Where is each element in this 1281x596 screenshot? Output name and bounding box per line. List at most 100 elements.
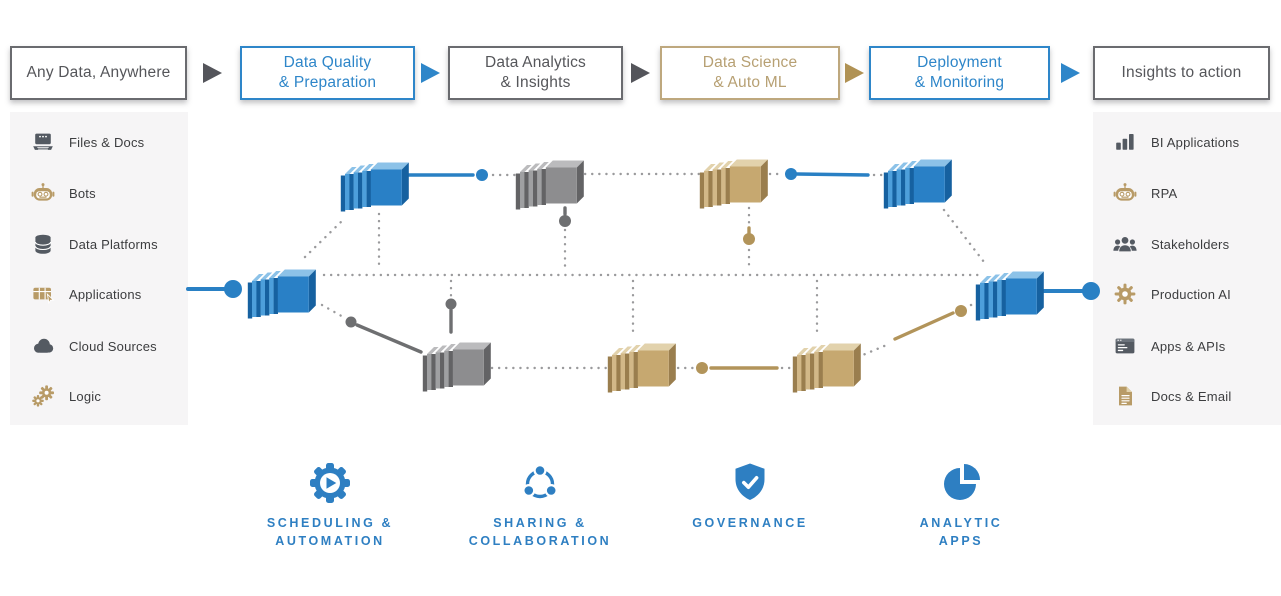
bar-chart-icon (1116, 134, 1134, 150)
stage-label: & Auto ML (713, 74, 787, 91)
robot-icon (31, 183, 55, 201)
gear-play-icon (310, 463, 350, 503)
feature-label: AUTOMATION (275, 534, 385, 548)
source-item-label: Cloud Sources (69, 338, 157, 354)
database-icon (34, 234, 52, 254)
sources-panel (10, 112, 188, 425)
dotted-link (856, 342, 891, 359)
feature-label: COLLABORATION (468, 534, 612, 548)
stack-node-input-hub (247, 269, 316, 319)
dotted-link (969, 299, 982, 307)
stack-node-science-top (699, 159, 768, 209)
dotted-link (942, 208, 986, 264)
flow-arrow-icon (203, 63, 222, 83)
stage-label: Deployment (917, 53, 1002, 71)
document-icon (1119, 386, 1132, 406)
stage-data-quality-preparation: Data Quality & Preparation (240, 46, 415, 100)
feature-label: GOVERNANCE (692, 516, 808, 530)
source-item-files-docs: Files & Docs (30, 128, 144, 156)
feature-label: SCHEDULING & (266, 516, 394, 530)
stage-data-analytics-insights: Data Analytics & Insights (448, 46, 623, 100)
connector-dot (445, 298, 457, 310)
users-icon (1113, 237, 1137, 252)
destination-item-stakeholders: Stakeholders (1112, 230, 1229, 258)
cloud-icon (34, 338, 54, 353)
stage-label: Data Quality (283, 53, 372, 71)
stack-node-prep-bottom (422, 342, 491, 392)
feature-scheduling-automation: SCHEDULING & AUTOMATION (220, 460, 440, 549)
feature-label: ANALYTIC (919, 516, 1003, 530)
connector-line (893, 311, 955, 341)
source-item-data-platforms: Data Platforms (30, 230, 158, 258)
source-item-logic: Logic (30, 382, 101, 410)
laptop-icon (33, 133, 53, 150)
feature-analytic-apps: ANALYTIC APPS (851, 460, 1071, 549)
source-item-applications: Applications (30, 280, 142, 308)
feature-label: SHARING & (493, 516, 587, 530)
share-network-icon (522, 463, 558, 499)
connector-line (795, 172, 870, 177)
source-item-cloud-sources: Cloud Sources (30, 332, 157, 360)
source-item-label: Logic (69, 388, 102, 404)
app-window-cursor-icon (33, 287, 55, 305)
gears-icon (32, 385, 55, 407)
connector-dot (559, 215, 571, 227)
stage-label: Any Data, Anywhere (26, 63, 171, 81)
stage-label: & Monitoring (914, 74, 1005, 91)
robot-icon (1113, 183, 1137, 201)
stage-label: Insights to action (1121, 63, 1242, 81)
connector-dot (224, 280, 242, 298)
stack-node-prep-top (340, 162, 409, 212)
connector-dot (955, 305, 967, 317)
stack-node-analytics-top (515, 160, 584, 210)
feature-label: APPS (938, 534, 984, 548)
source-item-label: Bots (69, 185, 96, 201)
feature-sharing-collaboration: SHARING & COLLABORATION (430, 460, 650, 549)
connector-line (355, 323, 423, 354)
stage-label: & Preparation (278, 74, 377, 91)
dotted-link (320, 303, 347, 320)
destination-item-docs-email: Docs & Email (1112, 382, 1231, 410)
connector-dot (696, 362, 708, 374)
stage-label: Data Analytics (484, 53, 586, 71)
stage-data-science-automl: Data Science & Auto ML (660, 46, 840, 100)
stage-label: Data Science (702, 53, 798, 71)
terminal-window-icon (1115, 338, 1135, 354)
stack-node-deploy-bottom (792, 343, 861, 393)
source-item-bots: Bots (30, 179, 96, 207)
stack-node-deploy-top (883, 159, 952, 209)
flow-arrow-icon (845, 63, 864, 83)
source-item-label: Applications (69, 286, 142, 302)
destination-item-label: Stakeholders (1151, 236, 1230, 252)
destination-item-label: Apps & APIs (1151, 338, 1226, 354)
stack-node-output-hub (975, 271, 1044, 321)
destination-item-label: RPA (1151, 185, 1178, 201)
destination-item-label: BI Applications (1151, 134, 1240, 150)
stage-insights-to-action: Insights to action (1093, 46, 1270, 100)
connector-dot (785, 168, 797, 180)
dotted-link (303, 217, 346, 259)
source-item-label: Data Platforms (69, 236, 158, 252)
gear-icon (1114, 283, 1136, 305)
stage-deployment-monitoring: Deployment & Monitoring (869, 46, 1050, 100)
connector-dot (345, 316, 357, 328)
destination-item-label: Docs & Email (1151, 388, 1232, 404)
stage-any-data-anywhere: Any Data, Anywhere (10, 46, 187, 100)
destination-item-label: Production AI (1151, 286, 1231, 302)
flow-arrow-icon (631, 63, 650, 83)
destination-item-bi-applications: BI Applications (1112, 128, 1239, 156)
connector-dot (476, 169, 488, 181)
destination-item-rpa: RPA (1112, 179, 1177, 207)
connector-dot (743, 233, 755, 245)
destination-item-apps-apis: Apps & APIs (1112, 332, 1225, 360)
feature-governance: GOVERNANCE (640, 460, 860, 533)
stack-node-science-bottom (607, 343, 676, 393)
destinations-panel (1093, 112, 1281, 425)
destination-item-production-ai: Production AI (1112, 280, 1231, 308)
stage-label: & Insights (500, 74, 571, 91)
pie-chart-icon (944, 464, 980, 500)
source-item-label: Files & Docs (69, 134, 145, 150)
flow-arrow-icon (1061, 63, 1080, 83)
flow-arrow-icon (421, 63, 440, 83)
